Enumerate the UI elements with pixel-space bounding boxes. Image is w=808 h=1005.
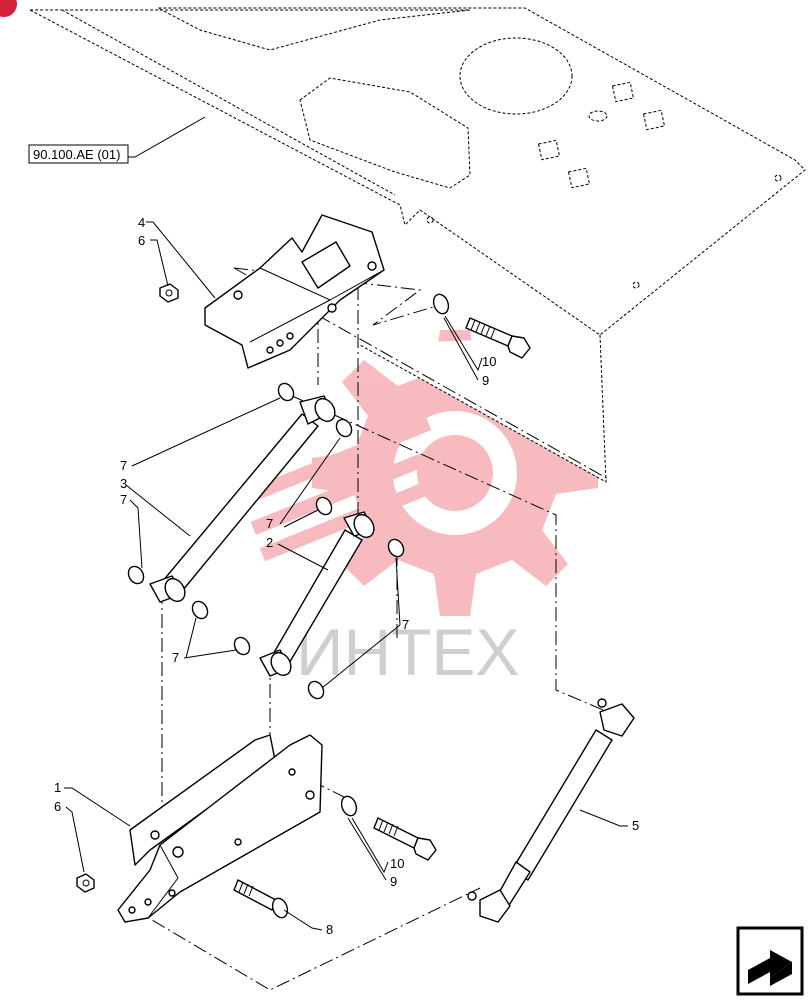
callout-9-lower: 9 — [390, 874, 397, 889]
callout-8: 8 — [326, 922, 333, 937]
callout-10-lower: 10 — [390, 856, 404, 871]
callout-numbers: 4 6 10 9 7 3 7 7 2 7 7 1 6 5 10 9 8 — [54, 215, 639, 937]
callout-9-upper: 9 — [482, 373, 489, 388]
hex-nut-part-6-lower — [76, 873, 95, 893]
next-page-arrow-icon[interactable] — [736, 926, 804, 996]
assembly-center-lines — [131, 262, 611, 991]
bushing-part-7-set-b — [233, 496, 405, 700]
callout-7-b: 7 — [120, 492, 127, 507]
callout-7-d: 7 — [172, 650, 179, 665]
panel-bolt-pads — [426, 81, 782, 289]
callout-5: 5 — [632, 818, 639, 833]
link-rod-part-2 — [259, 511, 375, 677]
callout-7-a: 7 — [120, 458, 127, 473]
callout-6-lower: 6 — [54, 799, 61, 814]
watermark-text: ИНТЕХ — [296, 615, 519, 689]
callout-7-c: 7 — [266, 516, 273, 531]
callout-6-upper: 6 — [138, 233, 145, 248]
hex-nut-part-6-upper — [159, 283, 179, 303]
gas-strut-part-5 — [467, 698, 635, 923]
reference-callout[interactable]: 90.100.AE (01) — [28, 116, 206, 164]
bolt-part-10-lower — [373, 817, 437, 861]
link-rod-part-3 — [149, 395, 336, 603]
callout-2: 2 — [266, 535, 273, 550]
callout-3: 3 — [120, 476, 127, 491]
callout-1: 1 — [54, 780, 61, 795]
callout-4: 4 — [138, 215, 145, 230]
washer-part-9-upper — [432, 293, 450, 315]
bolt-part-8 — [233, 879, 289, 919]
corner-badge-icon — [0, 0, 17, 17]
callout-10-upper: 10 — [482, 354, 496, 369]
upper-bracket-part-4 — [204, 214, 385, 369]
washer-part-9-lower — [340, 795, 358, 817]
callout-7-e: 7 — [402, 617, 409, 632]
callout-leaders — [64, 221, 628, 931]
reference-callout-label[interactable]: 90.100.AE (01) — [33, 147, 120, 162]
frame-panel — [29, 7, 806, 483]
bushing-part-7-set-a — [127, 382, 353, 620]
lower-bracket-part-1 — [117, 734, 323, 923]
bolt-part-10-upper — [465, 317, 531, 359]
